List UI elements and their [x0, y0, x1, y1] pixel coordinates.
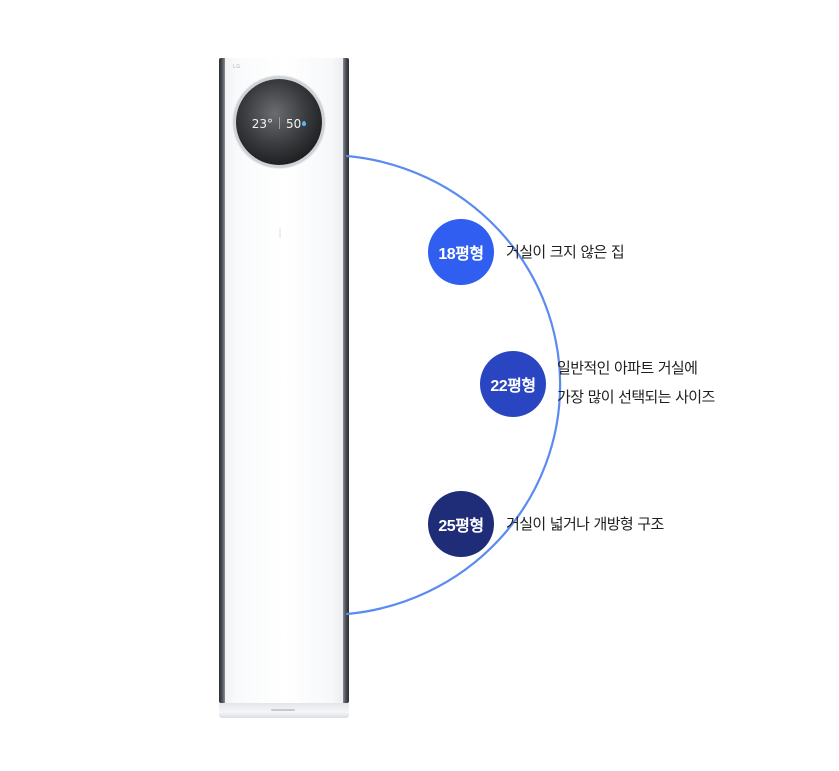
- arc-line: [345, 154, 562, 616]
- unit-side-frame-left: [219, 58, 225, 703]
- size-badge-25: 25평형: [428, 491, 494, 557]
- description-line: 거실이 크지 않은 집: [506, 243, 625, 261]
- description-line: 가장 많이 선택되는 사이즈: [557, 388, 715, 406]
- description-line: 거실이 넓거나 개방형 구조: [506, 515, 664, 533]
- circular-display: 23° 50: [236, 79, 322, 165]
- size-badge-label: 22평형: [490, 378, 536, 395]
- panel-mark: [279, 228, 281, 238]
- droplet-icon: [302, 121, 307, 126]
- size-badge-label: 25평형: [438, 518, 484, 535]
- size-badge-22: 22평형: [480, 351, 546, 417]
- humidity-reading: 50: [286, 117, 302, 131]
- display-readout: 23° 50: [236, 117, 322, 131]
- description-line: 일반적인 아파트 거실에: [557, 359, 698, 377]
- unit-base: [219, 703, 349, 718]
- size-description-25: 거실이 넓거나 개방형 구조: [506, 510, 664, 539]
- temperature-reading: 23°: [251, 117, 273, 131]
- size-description-18: 거실이 크지 않은 집: [506, 238, 625, 267]
- unit-side-frame-right: [343, 58, 349, 703]
- base-mark: [271, 709, 295, 711]
- brand-logo: LG: [233, 64, 241, 70]
- air-conditioner-unit: LG 23° 50: [219, 58, 349, 718]
- display-divider: [279, 117, 280, 129]
- size-badge-label: 18평형: [438, 246, 484, 263]
- unit-front-panel: [222, 58, 346, 703]
- size-badge-18: 18평형: [428, 219, 494, 285]
- size-description-22: 일반적인 아파트 거실에 가장 많이 선택되는 사이즈: [557, 354, 715, 412]
